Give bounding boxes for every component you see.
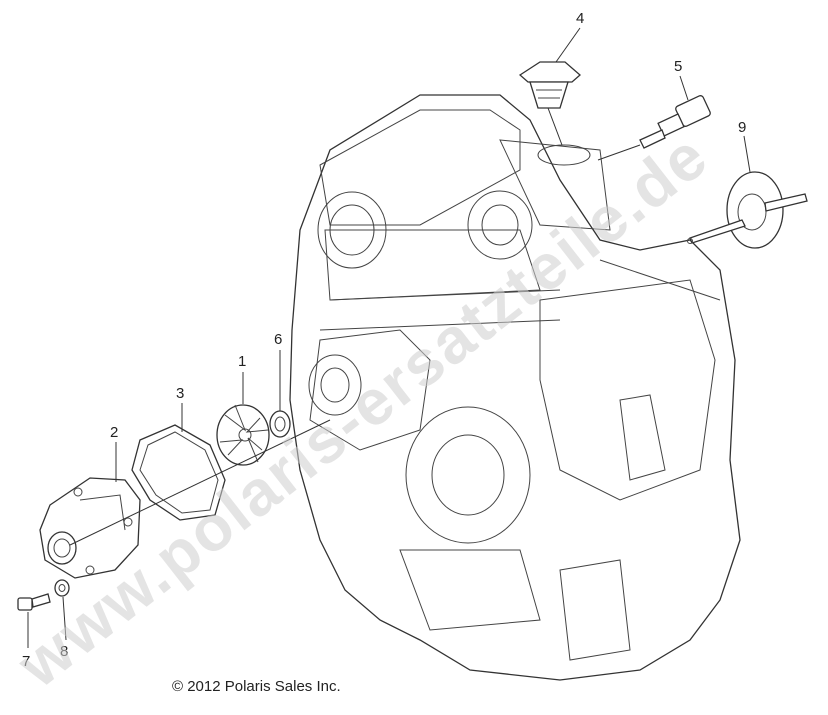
callout-4: 4 [576, 10, 584, 27]
part-3-gasket [131, 424, 226, 521]
copyright-notice: © 2012 Polaris Sales Inc. [172, 678, 341, 695]
callout-numbers: 1 2 3 4 5 6 7 8 9 [22, 10, 746, 670]
part-9-pump-shaft [687, 171, 808, 249]
callout-9: 9 [738, 119, 746, 136]
part-1-impeller [216, 404, 270, 466]
part-8-washer [54, 579, 70, 597]
part-2-pump-cover [39, 477, 141, 579]
callout-6: 6 [274, 331, 282, 348]
callout-leaders [27, 27, 751, 648]
callout-1: 1 [238, 353, 246, 370]
part-4-thermostat [518, 61, 581, 109]
assembly-axis-lines [69, 107, 641, 546]
callout-3: 3 [176, 385, 184, 402]
callout-8: 8 [60, 643, 68, 660]
engine-block [289, 94, 741, 681]
callout-5: 5 [674, 58, 682, 75]
callout-7: 7 [22, 653, 30, 670]
callout-2: 2 [110, 424, 118, 441]
part-7-bolt [17, 593, 51, 611]
part-5-sensor [639, 95, 711, 149]
